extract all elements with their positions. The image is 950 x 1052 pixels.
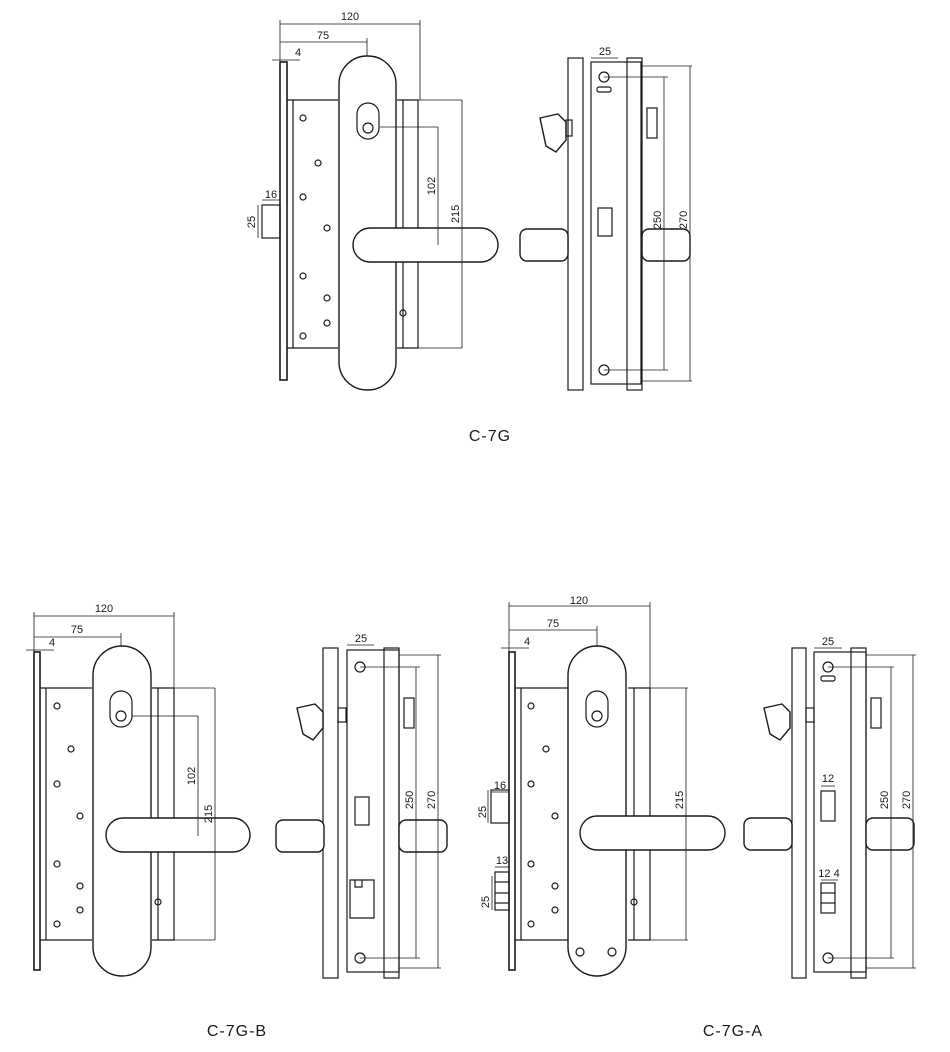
c7ga-side-dims	[814, 647, 916, 969]
c7g-thumb-turn	[539, 113, 567, 153]
c7ga-latch	[490, 789, 510, 824]
c7gb-dim-cyl-to-handle: 102	[186, 767, 198, 785]
c7g-side-lock-body	[590, 61, 642, 385]
c7g-cylinder	[356, 102, 380, 140]
c7ga-side-outer-plate	[791, 647, 807, 979]
c7ga-dim-bolt-w: 13	[496, 855, 508, 867]
c7g-side-dims	[591, 57, 692, 382]
c7g-lock-case	[287, 99, 419, 349]
c7ga-dim-bolt-slot: 12 4	[818, 868, 839, 880]
caption-c7g: C-7G	[469, 428, 511, 445]
caption-c7g-b: C-7G-B	[207, 1023, 267, 1040]
c7ga-lever-handle	[579, 815, 726, 851]
c7gb-case-screws	[53, 702, 162, 928]
c7g-side-view: 25 250 270	[519, 46, 692, 391]
c7gb-side-dims	[347, 644, 441, 969]
c7ga-dim-bolt-h: 25	[480, 896, 492, 908]
c7gb-lock-case	[40, 687, 175, 941]
c7ga-case-screws	[527, 702, 638, 928]
c7g-side-inner-plate	[626, 57, 643, 391]
c7ga-dim-latch-h: 25	[477, 806, 489, 818]
c7ga-side-bolt-slot	[820, 882, 836, 914]
c7g-latch	[261, 204, 281, 239]
c7gb-dim-inner: 250	[404, 791, 416, 809]
c7ga-dim-depth: 25	[822, 636, 834, 648]
c7gb-front-view: 120 75 4 102 215	[26, 603, 251, 977]
c7g-faceplate	[279, 61, 288, 381]
c7gb-side-bolt-slot	[349, 879, 375, 919]
c7ga-side-latch-slot	[820, 790, 836, 822]
c7gb-dim-body: 215	[203, 805, 215, 823]
c7gb-dim-backset: 75	[71, 624, 83, 636]
c7ga-dim-inner: 250	[879, 791, 891, 809]
c7gb-side-handle-left	[275, 819, 325, 853]
c7g-dim-body: 215	[450, 205, 462, 223]
c7gb-dim-plate: 4	[49, 637, 55, 649]
c7ga-side-handle-left	[743, 817, 793, 851]
c7g-dim-plate: 4	[295, 47, 301, 59]
c7g-case-screws	[299, 114, 407, 340]
c7ga-front-view: 120 75 4 215 25 16 25 13	[477, 595, 726, 977]
c7g-side-latch-slot	[597, 207, 613, 237]
c7ga-lock-case	[515, 687, 651, 941]
c7gb-thumb-turn	[296, 703, 324, 741]
c7g-dim-depth: 25	[599, 46, 611, 58]
c7ga-dim-latch-w: 16	[494, 780, 506, 792]
c7ga-cylinder	[585, 690, 609, 728]
c7g-dim-backset: 75	[317, 30, 329, 42]
c7gb-lever-handle	[105, 817, 251, 853]
c7gb-side-view: 25 250 270	[275, 633, 448, 979]
c7g-side-outer-plate	[567, 57, 584, 391]
c7gb-side-latch-slot	[354, 796, 370, 826]
c7ga-front-dims	[487, 602, 688, 941]
c7gb-front-dims	[26, 612, 216, 941]
c7ga-dim-body: 215	[674, 791, 686, 809]
c7g-dim-latch-h: 25	[246, 216, 258, 228]
c7gb-cylinder	[109, 690, 133, 728]
c7ga-dim-backset: 75	[547, 618, 559, 630]
c7gb-side-handle-right	[398, 819, 448, 853]
c7g-side-handle-left	[519, 228, 569, 262]
c7ga-dim-outer: 270	[901, 791, 913, 809]
c7ga-side-lock-body	[813, 651, 867, 973]
c7ga-thumb-turn	[763, 703, 791, 741]
c7gb-escutcheon	[92, 645, 152, 977]
c7ga-side-inner-plate	[850, 647, 867, 979]
c7ga-faceplate	[508, 651, 516, 971]
c7g-side-handle-right	[641, 228, 691, 262]
c7g-dim-latch-w: 16	[265, 189, 277, 201]
c7ga-dim-latch-slot: 12	[822, 773, 834, 785]
c7gb-dim-width: 120	[95, 603, 113, 615]
c7ga-side-handle-right	[865, 817, 915, 851]
caption-c7g-a: C-7G-A	[703, 1023, 763, 1040]
drawing-c7g: 120 75 4 102 215 25 16	[246, 11, 692, 445]
c7g-front-view: 120 75 4 102 215 25 16	[246, 11, 499, 391]
c7ga-escutcheon	[567, 645, 627, 977]
c7g-dim-cyl-to-handle: 102	[426, 177, 438, 195]
c7ga-side-view: 25 250 270 12 12 4	[743, 636, 916, 979]
c7gb-dim-depth: 25	[355, 633, 367, 645]
c7g-lever-handle	[352, 227, 499, 263]
drawing-c7g-b: 120 75 4 102 215	[26, 603, 448, 1040]
c7ga-deadbolt	[494, 871, 510, 911]
c7g-dim-width: 120	[341, 11, 359, 23]
c7g-front-dims	[257, 20, 463, 349]
c7ga-dim-width: 120	[570, 595, 588, 607]
c7g-dim-inner: 250	[652, 211, 664, 229]
c7gb-side-inner-plate	[383, 647, 400, 979]
c7gb-faceplate	[33, 651, 41, 971]
drawing-c7g-a: 120 75 4 215 25 16 25 13	[477, 595, 916, 1040]
c7ga-dim-plate: 4	[524, 636, 530, 648]
c7g-dim-outer: 270	[678, 211, 690, 229]
c7gb-side-outer-plate	[322, 647, 339, 979]
c7g-escutcheon	[338, 55, 397, 391]
c7gb-dim-outer: 270	[426, 791, 438, 809]
